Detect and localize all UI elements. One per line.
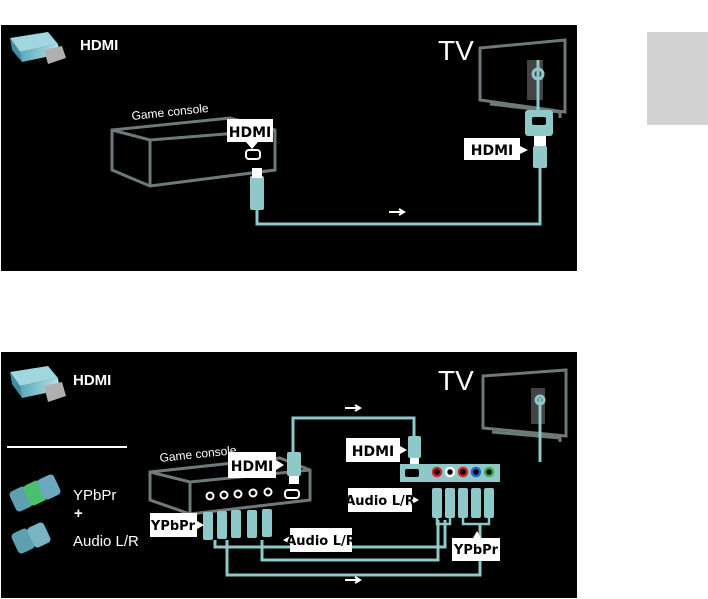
hdmi-cable [291, 416, 416, 462]
tv-hdmi-port-icon [405, 469, 419, 477]
legend-hdmi: HDMI [73, 372, 111, 389]
tv-icon [481, 368, 568, 442]
tv-audio-callout: Audio L/R [345, 488, 419, 512]
section-tab [647, 32, 708, 125]
callout-text: HDMI [471, 143, 513, 159]
hdmi-plug [408, 436, 421, 458]
direction-arrow-icon [345, 404, 362, 412]
console-hdmi-port-icon [245, 149, 261, 160]
callout-text: HDMI [231, 459, 273, 475]
tv-label: TV [438, 365, 474, 396]
hdmi-plug-icon [10, 366, 66, 402]
direction-arrow-icon [389, 208, 406, 216]
console-av-ports [205, 487, 273, 501]
plug-tip [410, 458, 419, 464]
hdmi-plug [533, 146, 547, 168]
direction-arrow-icon [345, 576, 362, 584]
console-hdmi-callout: HDMI [227, 119, 273, 149]
tv-hdmi-callout: HDMI [464, 138, 528, 160]
callout-text: YPbPr [150, 519, 196, 534]
legend-plus: + [74, 505, 83, 522]
game-console-label: Game console [159, 443, 238, 465]
tv-plug-grouping [435, 518, 491, 526]
console-ypbpr-callout: YPbPr [150, 513, 204, 537]
console-hdmi-callout: HDMI [228, 452, 284, 478]
tv-label: TV [438, 35, 474, 66]
tv-av-ports [431, 466, 495, 478]
callout-text: HDMI [229, 125, 271, 141]
console-hdmi-port-icon [284, 489, 300, 499]
hdmi-cable [255, 166, 542, 226]
callout-text: Audio L/R [286, 534, 356, 549]
hdmi-plug [287, 452, 301, 476]
audio-plugs-icon [11, 522, 51, 554]
plug-tip [289, 476, 299, 484]
tv-port-icon [531, 67, 545, 81]
callout-text: HDMI [352, 444, 394, 460]
callout-text: Audio L/R [345, 494, 415, 509]
legend-hdmi: HDMI [80, 37, 118, 54]
tv-hdmi-callout: HDMI [346, 438, 407, 462]
console-audio-callout: Audio L/R [283, 528, 356, 552]
game-console-label: Game console [131, 101, 210, 123]
tv-icon [478, 38, 567, 118]
callout-text: YPbPr [453, 543, 499, 558]
tv-hdmi-port-icon [532, 117, 546, 125]
hdmi-plug [250, 176, 264, 210]
ypbpr-plugs-icon [9, 474, 61, 512]
plug-tip [252, 168, 262, 178]
legend-audio: Audio L/R [73, 533, 139, 550]
tv-port-icon [534, 394, 546, 406]
tv-ypbpr-callout: YPbPr [452, 531, 500, 561]
tv-av-plugs [432, 488, 494, 518]
console-av-plugs [203, 509, 272, 540]
hdmi-plug-icon [10, 32, 66, 64]
plug-tip [534, 136, 546, 146]
legend-ypbpr: YPbPr [73, 487, 116, 504]
